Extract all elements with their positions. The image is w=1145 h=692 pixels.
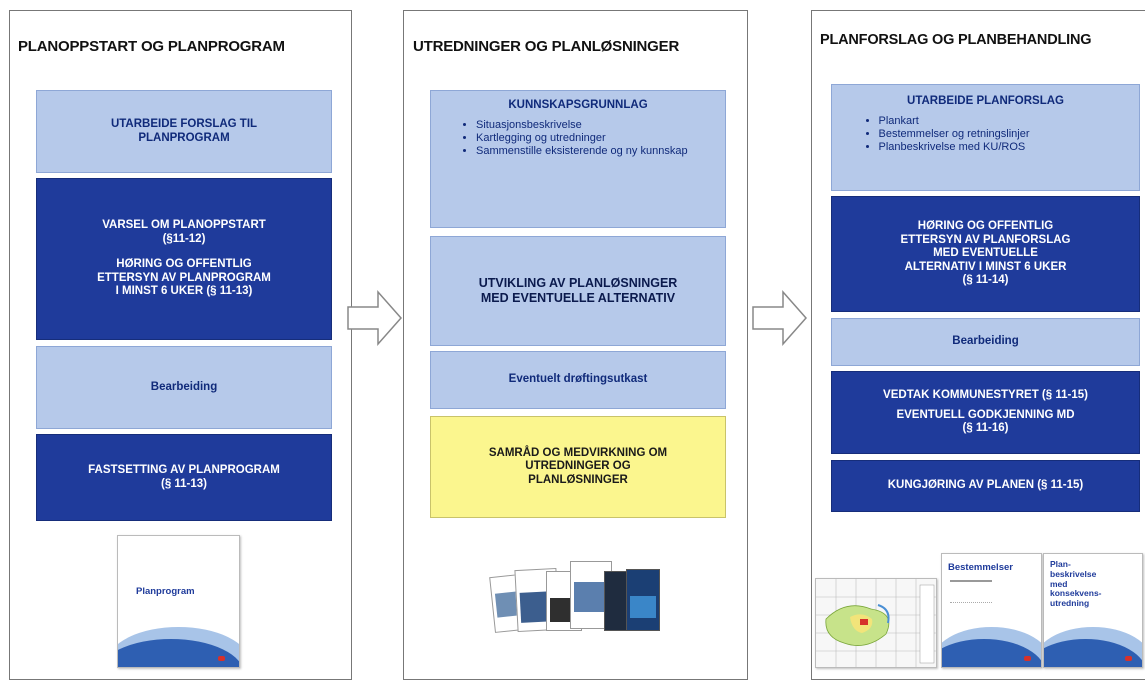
- text-line: UTARBEIDE FORSLAG TIL: [110, 117, 258, 130]
- text-line: HØRING OG OFFENTLIG: [116, 258, 252, 271]
- reports-collage: [489, 561, 662, 661]
- bullet-list: Plankart Bestemmelser og retningslinjer …: [863, 115, 1109, 154]
- text-line: VARSEL OM PLANOPPSTART: [102, 219, 266, 232]
- flow-arrow-icon: [752, 290, 808, 346]
- box-varsel-og-horing: VARSEL OM PLANOPPSTART (§11-12) HØRING O…: [36, 178, 332, 340]
- bullet-item: Bestemmelser og retningslinjer: [879, 128, 1109, 141]
- text-line: UTVIKLING AV PLANLØSNINGER: [478, 276, 678, 291]
- box-heading: KUNNSKAPSGRUNNLAG: [508, 99, 648, 111]
- text-line: Eventuelt drøftingsutkast: [508, 373, 648, 386]
- box-utarbeide-planforslag: UTARBEIDE PLANFORSLAG Plankart Bestemmel…: [831, 84, 1140, 191]
- text-line: HØRING OG OFFENTLIG: [917, 220, 1054, 233]
- planbeskrivelse-document-thumbnail: Plan- beskrivelse med konsekvens- utredn…: [1043, 553, 1143, 668]
- text-line: (§11-12): [162, 232, 206, 245]
- box-eventuelt-droftingsutkast: Eventuelt drøftingsutkast: [430, 351, 726, 409]
- plankart-map-thumbnail: [815, 578, 937, 668]
- flow-arrow-icon: [347, 290, 403, 346]
- bullet-item: Sammenstille eksisterende og ny kunnskap: [476, 145, 696, 158]
- text-line: Bearbeiding: [150, 380, 218, 393]
- text-line: (§ 11-14): [962, 274, 1009, 287]
- document-logo: [218, 656, 225, 661]
- text-line: ETTERSYN AV PLANFORSLAG: [900, 233, 1071, 246]
- document-label: Plan- beskrivelse med konsekvens- utredn…: [1050, 559, 1102, 609]
- box-bearbeiding: Bearbeiding: [831, 318, 1140, 366]
- text-line: ALTERNATIV I MINST 6 UKER: [904, 260, 1067, 273]
- bullet-item: Situasjonsbeskrivelse: [476, 119, 696, 132]
- text-line: Bearbeiding: [952, 335, 1019, 348]
- planprogram-document-thumbnail: Planprogram: [117, 535, 240, 668]
- text-line: (§ 11-16): [962, 422, 1009, 435]
- column-2-title: UTREDNINGER OG PLANLØSNINGER: [413, 38, 680, 55]
- document-label: Bestemmelser: [948, 562, 1013, 573]
- box-kunnskapsgrunnlag: KUNNSKAPSGRUNNLAG Situasjonsbeskrivelse …: [430, 90, 726, 228]
- bestemmelser-document-thumbnail: Bestemmelser: [941, 553, 1042, 668]
- document-logo: [1125, 656, 1132, 661]
- bullet-item: Plankart: [879, 115, 1109, 128]
- document-text-lines: [950, 580, 992, 603]
- text-line: I MINST 6 UKER (§ 11-13): [115, 285, 253, 298]
- bullet-item: Planbeskrivelse med KU/ROS: [879, 141, 1109, 154]
- bullet-item: Kartlegging og utredninger: [476, 132, 696, 145]
- box-samrad-og-medvirkning: SAMRÅD OG MEDVIRKNING OM UTREDNINGER OG …: [430, 416, 726, 518]
- column-1-title: PLANOPPSTART OG PLANPROGRAM: [18, 38, 285, 55]
- box-bearbeiding: Bearbeiding: [36, 346, 332, 429]
- text-line: UTREDNINGER OG: [525, 460, 631, 473]
- text-line: (§ 11-13): [160, 477, 208, 490]
- box-utvikling-planlosninger: UTVIKLING AV PLANLØSNINGER MED EVENTUELL…: [430, 236, 726, 346]
- text-line: PLANPROGRAM: [138, 131, 230, 144]
- text-line: SAMRÅD OG MEDVIRKNING OM: [488, 446, 668, 459]
- text-line: FASTSETTING AV PLANPROGRAM: [88, 463, 280, 476]
- report-thumbnail: [626, 569, 660, 631]
- box-heading: UTARBEIDE PLANFORSLAG: [907, 95, 1064, 107]
- text-line: PLANLØSNINGER: [528, 473, 628, 486]
- box-fastsetting-planprogram: FASTSETTING AV PLANPROGRAM (§ 11-13): [36, 434, 332, 521]
- box-vedtak-kommunestyret: VEDTAK KOMMUNESTYRET (§ 11-15) EVENTUELL…: [831, 371, 1140, 454]
- document-label: Planprogram: [136, 586, 195, 597]
- text-line: KUNGJØRING AV PLANEN (§ 11-15): [887, 479, 1084, 492]
- text-line: MED EVENTUELLE ALTERNATIV: [480, 291, 676, 305]
- document-logo: [1024, 656, 1031, 661]
- text-line: MED EVENTUELLE: [933, 247, 1038, 260]
- map-icon: [816, 579, 936, 667]
- bullet-list: Situasjonsbeskrivelse Kartlegging og utr…: [460, 119, 696, 158]
- box-horing-planforslag: HØRING OG OFFENTLIG ETTERSYN AV PLANFORS…: [831, 196, 1140, 312]
- text-line: ETTERSYN AV PLANPROGRAM: [97, 271, 271, 284]
- box-utarbeide-forslag-planprogram: UTARBEIDE FORSLAG TIL PLANPROGRAM: [36, 90, 332, 173]
- box-kungjoring: KUNGJØRING AV PLANEN (§ 11-15): [831, 460, 1140, 512]
- column-3-title: PLANFORSLAG OG PLANBEHANDLING: [820, 32, 1092, 48]
- text-line: EVENTUELL GODKJENNING MD: [896, 408, 1075, 421]
- text-line: VEDTAK KOMMUNESTYRET (§ 11-15): [883, 389, 1088, 402]
